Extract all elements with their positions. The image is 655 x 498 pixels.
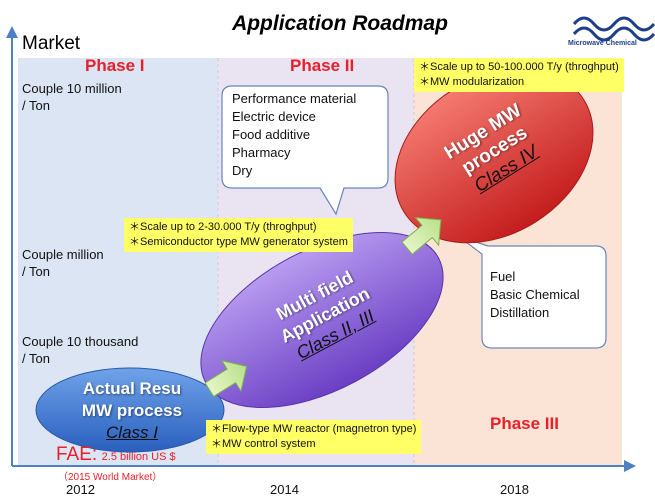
market-scale-million: Couple million / Ton (22, 247, 104, 279)
phase2-label: Phase II (290, 56, 355, 75)
fae-subtitle: （2015 World Market） (58, 472, 163, 483)
note-phase3-scale: ＊Scale up to 50-100.000 T/y (throghput) … (414, 58, 624, 92)
callout-mid-item: Pharmacy (232, 145, 291, 160)
arrow-stage2-to-3 (401, 217, 442, 255)
stage1-text: Actual Resu MW process Class I (54, 378, 210, 444)
year-2014: 2014 (270, 482, 299, 497)
callout-right-item: Fuel (490, 269, 516, 284)
callout-mid-shape (221, 85, 389, 216)
callout-right-item: Distillation (490, 305, 550, 320)
callout-mid-item: Electric device (232, 109, 316, 124)
callout-mid-list: Performance material Electric device Foo… (232, 90, 356, 180)
fae-value: 2.5 billion US $ (101, 451, 176, 463)
stage1-class: Class I (106, 423, 158, 442)
callout-mid-item: Dry (232, 163, 253, 178)
note-phase1-reactor: ＊Flow-type MW reactor (magnetron type) ＊… (206, 420, 422, 454)
year-2012: 2012 (66, 482, 95, 497)
x-axis-arrowhead (624, 460, 636, 472)
arrow-stage1-to-2 (204, 359, 248, 398)
stage2-ellipse (200, 231, 444, 409)
page-title: Application Roadmap (232, 12, 448, 35)
fae-label: FAE: (56, 444, 98, 465)
logo-text: Microwave Chemical (568, 40, 637, 47)
callout-mid-item: Performance material (232, 91, 357, 106)
stage1-line2: MW process (81, 401, 183, 420)
stage1-line1: Actual Resu (82, 379, 182, 398)
market-scale-10-million: Couple 10 million / Ton (22, 81, 122, 113)
callout-right-list: Fuel Basic Chemical Distillation (490, 268, 580, 322)
y-axis-arrowhead (6, 26, 18, 38)
year-2018: 2018 (500, 482, 529, 497)
stage1-ellipse (35, 367, 225, 453)
microwave-chemical-logo (572, 16, 655, 42)
note-phase2-scale: ＊Scale up to 2-30.000 T/y (throghput) ＊S… (124, 218, 353, 252)
fae-market: FAE: 2.5 billion US $ (56, 444, 176, 466)
phase1-label: Phase I (85, 56, 145, 75)
market-scale-10-thousand: Couple 10 thousand / Ton (22, 334, 139, 366)
callout-right-item: Basic Chemical (490, 287, 580, 302)
phase3-label: Phase III (490, 414, 559, 433)
y-axis-label: Market (22, 33, 81, 54)
callout-right-shape (457, 235, 607, 349)
callout-mid-item: Food additive (232, 127, 311, 142)
